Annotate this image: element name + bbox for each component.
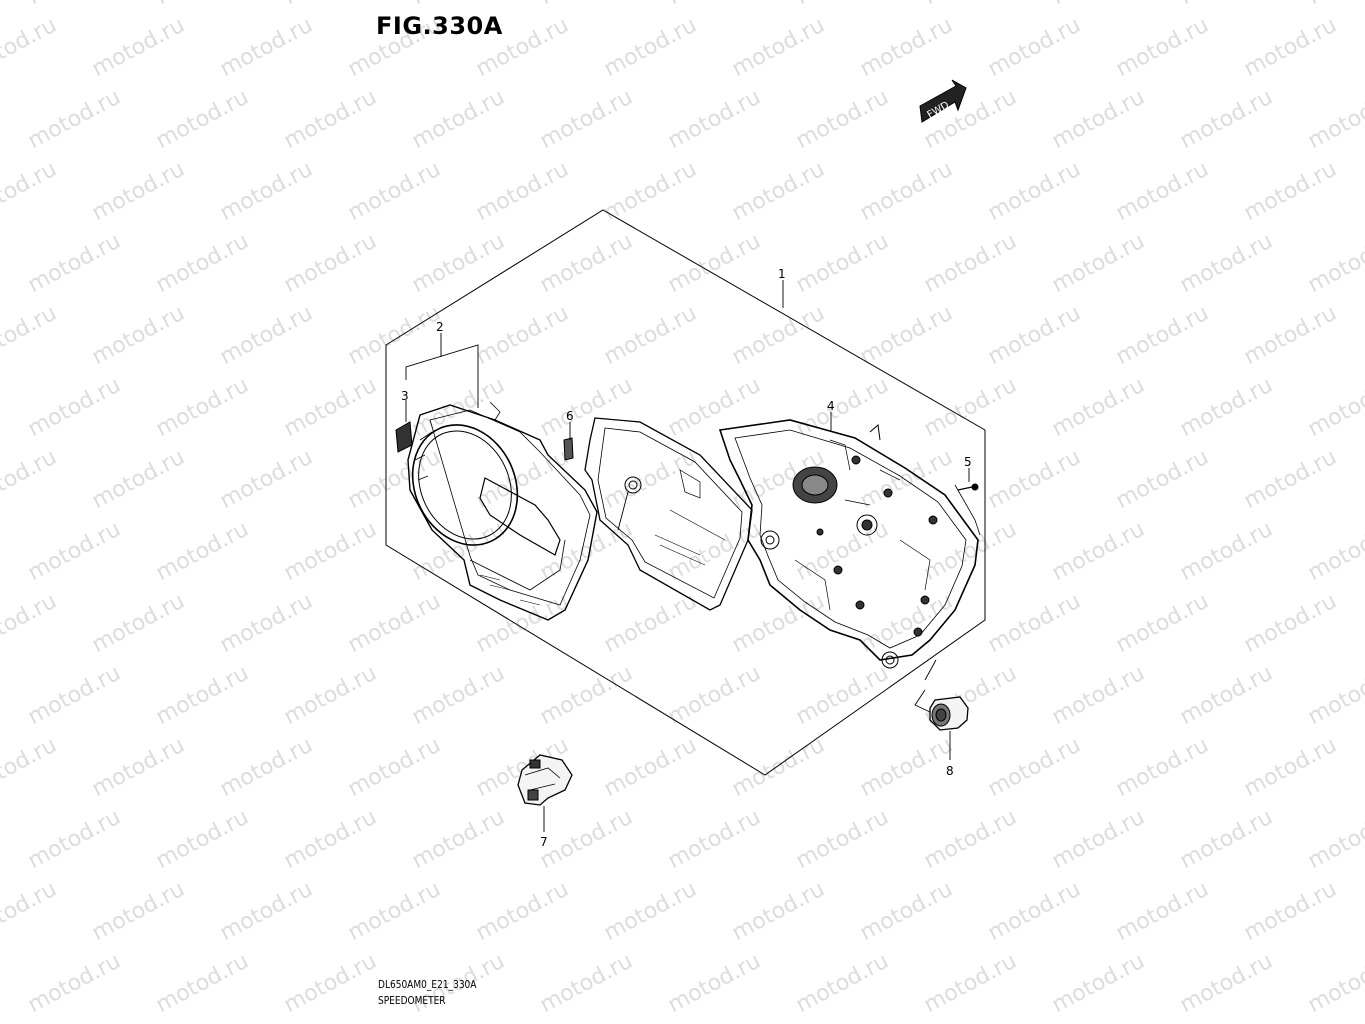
part-5-screw (957, 483, 979, 491)
part-8-grommet (929, 696, 969, 731)
callout-1: 1 (778, 267, 786, 281)
callout-numbers: 1 2 3 4 5 6 7 8 (401, 267, 972, 849)
callout-8: 8 (946, 764, 954, 778)
figure-code: DL650AM0_E21_330A (378, 978, 477, 991)
callout-5: 5 (964, 455, 972, 469)
callout-2: 2 (436, 320, 444, 334)
part-3-clip (395, 421, 413, 453)
part-6-clip (563, 437, 574, 461)
figure-name: SPEEDOMETER (378, 994, 446, 1007)
part-7-connector (517, 754, 573, 806)
callout-6: 6 (566, 409, 574, 423)
part-2-front-cover (407, 401, 598, 621)
dial-plate (584, 417, 753, 611)
figure-title: FIG.330A (376, 12, 503, 40)
callout-4: 4 (827, 399, 835, 413)
fwd-arrow-icon: FWD (919, 79, 967, 123)
callout-7: 7 (540, 835, 548, 849)
callout-3: 3 (401, 389, 409, 403)
part-4-meter-case (718, 419, 981, 669)
assembly-outline (385, 209, 986, 776)
leader-lines (405, 280, 970, 832)
